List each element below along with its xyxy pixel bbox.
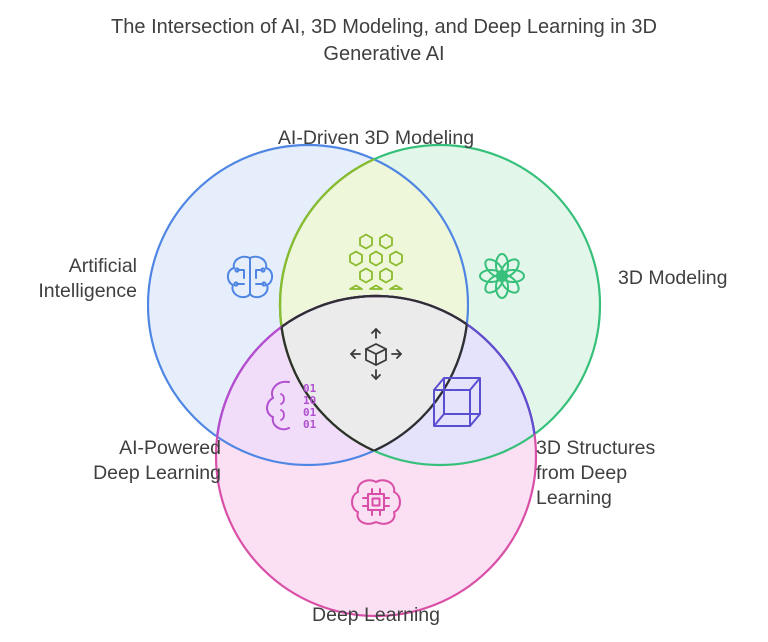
hexagon-grid-icon (349, 233, 403, 290)
label-ai-driven-3d-modeling: AI-Driven 3D Modeling (277, 127, 475, 149)
brain-circuit-icon (226, 255, 274, 299)
ai-circle-outline (148, 145, 468, 465)
label-deep-learning: Deep Learning (312, 604, 440, 626)
cube-move-arrows-icon (350, 328, 402, 380)
label-3d-modeling: 3D Modeling (618, 267, 728, 289)
binary-brain-icon: 01 10 01 01 (266, 380, 317, 431)
label-ai-powered-deep-learning: AI-Powered Deep Learning (40, 436, 221, 486)
lotus-flower-icon (479, 253, 525, 299)
label-ai-line-2: Intelligence (38, 280, 137, 302)
svg-text:01: 01 (303, 406, 317, 419)
label-structures-line-1: 3D Structures (536, 437, 656, 459)
svg-text:01: 01 (303, 418, 317, 431)
svg-text:10: 10 (303, 394, 316, 407)
svg-text:01: 01 (303, 382, 317, 395)
label-structures-line-3: Learning (536, 487, 612, 509)
title-line-1: The Intersection of AI, 3D Modeling, and… (111, 16, 657, 38)
label-artificial-intelligence: Artificial Intelligence (20, 254, 137, 304)
label-ai-dl-line-1: AI-Powered (119, 437, 221, 459)
label-ai-dl-line-2: Deep Learning (93, 462, 221, 484)
brain-chip-icon (351, 479, 401, 525)
label-structures-line-2: from Deep (536, 462, 628, 484)
label-ai-line-1: Artificial (68, 255, 137, 277)
label-3d-structures-from-deep-learning: 3D Structures from Deep Learning (536, 436, 655, 511)
diagram-title: The Intersection of AI, 3D Modeling, and… (0, 14, 768, 68)
title-line-2: Generative AI (323, 43, 445, 65)
wireframe-cube-icon (433, 377, 481, 427)
